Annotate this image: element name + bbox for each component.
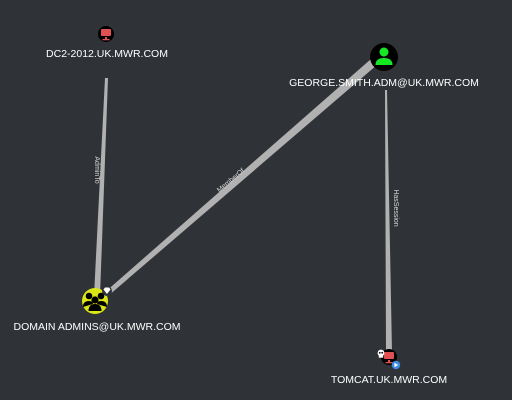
edge-label-hassession: HasSession [392,189,399,226]
node-domain-admins[interactable]: DOMAIN ADMINS@UK.MWR.COM [14,286,181,333]
desktop-icon [101,29,111,41]
node-dc2-2012[interactable]: DC2-2012.UK.MWR.COM [46,26,168,60]
desktop-icon [384,352,394,364]
diamond-icon [102,286,112,296]
start-node-icon [391,360,401,370]
edge-label-adminto: AdminTo [93,156,100,183]
node-label: DC2-2012.UK.MWR.COM [46,48,168,60]
user-icon [375,47,393,65]
node-label: DOMAIN ADMINS@UK.MWR.COM [14,321,181,333]
node-label: TOMCAT.UK.MWR.COM [331,374,447,386]
edge-adminto[interactable]: AdminTo [93,78,108,296]
node-george-smith-adm[interactable]: GEORGE.SMITH.ADM@UK.MWR.COM [289,43,479,89]
node-label: GEORGE.SMITH.ADM@UK.MWR.COM [289,77,479,89]
group-icon [83,292,107,311]
node-ring [370,43,398,71]
skull-icon [377,349,385,358]
node-tomcat[interactable]: TOMCAT.UK.MWR.COM [331,349,447,386]
edge-hassession[interactable]: HasSession [385,90,399,352]
